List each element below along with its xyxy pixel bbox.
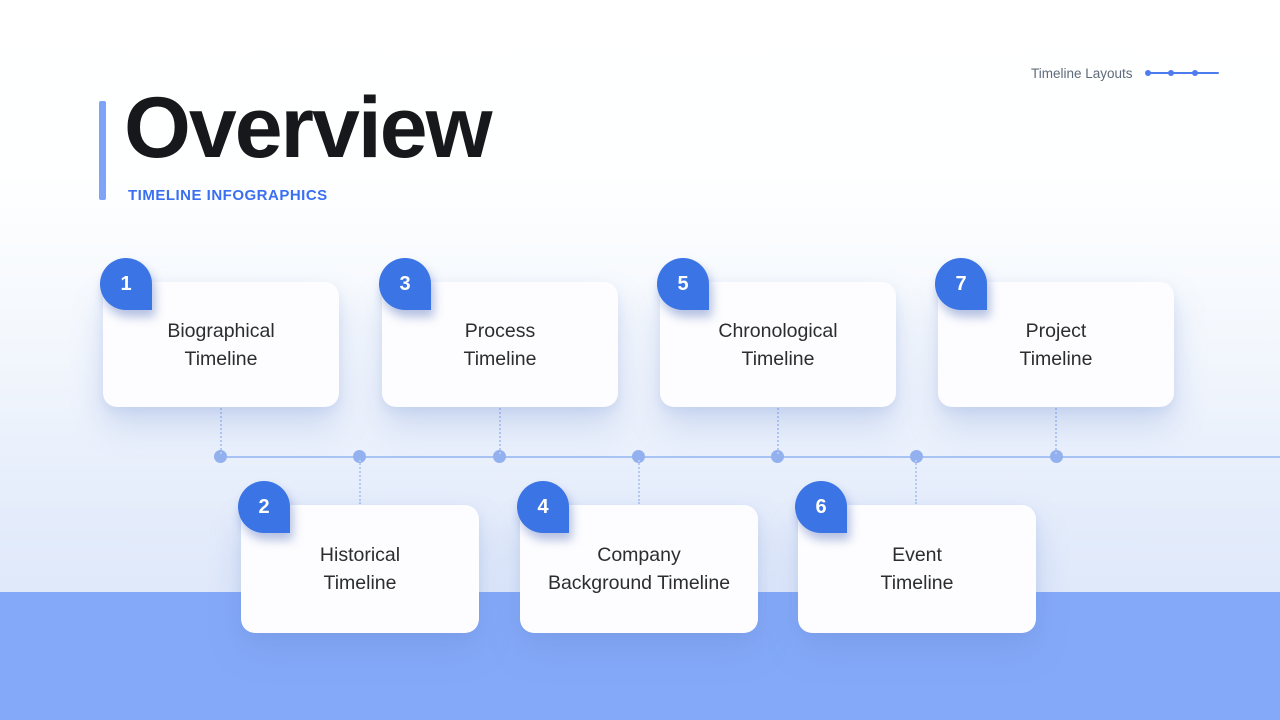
step-number: 4 [537,495,549,518]
timeline-card-event: 6 Event Timeline [795,481,1036,633]
step-badge: 1 [100,258,152,310]
corner-tagline: Timeline Layouts [1031,60,1219,86]
timeline-node [632,450,645,463]
connector-line [220,408,222,454]
page-title: Overview [124,80,492,176]
step-badge: 7 [935,258,987,310]
card-label-line: Chronological [718,319,838,342]
connector-line [915,460,917,504]
timeline-card-chronological: 5 Chronological Timeline [657,258,896,407]
page-subtitle: TIMELINE INFOGRAPHICS [128,187,328,204]
timeline-node [910,450,923,463]
step-badge: 5 [657,258,709,310]
decoration-dot [1144,70,1151,76]
step-number: 7 [955,272,967,295]
timeline-decoration-icon [1144,68,1219,78]
card-label: Process Timeline [464,317,537,373]
card-label-line: Timeline [741,347,815,370]
step-number: 3 [399,272,411,295]
connector-line [359,460,361,504]
corner-label: Timeline Layouts [1031,65,1133,81]
timeline-node [1050,450,1063,463]
card-label-line: Background Timeline [547,572,731,594]
card-label-line: Process [464,319,536,342]
timeline-node [771,450,784,463]
step-badge: 2 [238,481,290,533]
timeline-card-historical: 2 Historical Timeline [238,481,479,633]
card-label-line: Timeline [1019,347,1093,370]
card-label-line: Timeline [880,572,954,594]
step-number: 1 [120,272,132,295]
card-label: Company Background Timeline [548,541,730,597]
card-label: Chronological Timeline [718,317,837,373]
step-number: 6 [815,495,827,518]
card-label-line: Timeline [463,347,537,370]
decoration-dot [1191,70,1198,76]
card-label-line: Historical [319,544,401,566]
card-label: Project Timeline [1020,317,1093,373]
timeline-card-process: 3 Process Timeline [379,258,618,407]
step-badge: 6 [795,481,847,533]
timeline-node [214,450,227,463]
step-number: 2 [258,495,270,518]
card-label-line: Biographical [167,319,275,342]
card-label-line: Project [1025,319,1087,342]
connector-line [777,408,779,454]
card-label-line: Timeline [184,347,258,370]
timeline-card-project: 7 Project Timeline [935,258,1174,407]
card-label-line: Company [597,544,681,566]
card-label: Historical Timeline [320,541,400,597]
connector-line [638,460,640,504]
card-label-line: Event [892,544,942,566]
step-badge: 3 [379,258,431,310]
card-label: Event Timeline [881,541,954,597]
decoration-line [1146,72,1219,74]
card-label-line: Timeline [323,572,397,594]
card-label: Biographical Timeline [167,317,274,373]
decoration-dot [1167,70,1174,76]
timeline-axis [220,456,1280,458]
timeline-card-company-background: 4 Company Background Timeline [517,481,758,633]
connector-line [499,408,501,454]
timeline-node [493,450,506,463]
step-number: 5 [677,272,689,295]
title-accent-bar [99,101,106,200]
step-badge: 4 [517,481,569,533]
connector-line [1055,408,1057,454]
timeline-card-biographical: 1 Biographical Timeline [100,258,339,407]
timeline-node [353,450,366,463]
